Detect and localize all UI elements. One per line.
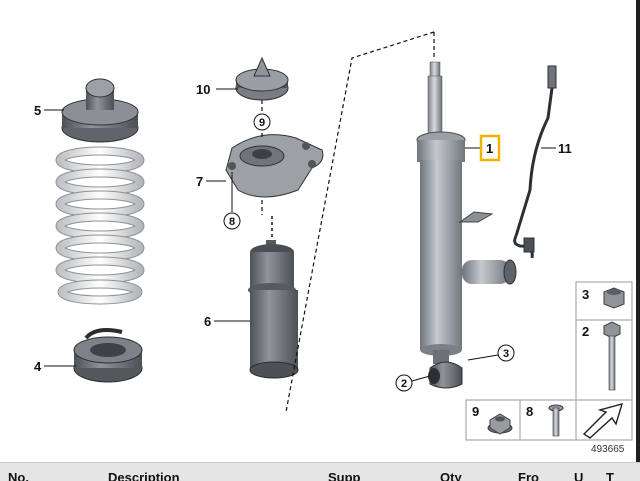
col-qty[interactable]: Qty xyxy=(440,470,462,481)
part-label-1-highlight[interactable]: 1 xyxy=(479,134,501,162)
legend-item-8[interactable]: 8 xyxy=(526,404,564,437)
collar-nut-icon xyxy=(487,413,513,435)
window-edge xyxy=(636,0,640,462)
coil-spring[interactable] xyxy=(55,146,145,305)
legend-number-9: 9 xyxy=(472,404,479,419)
legend-number-8: 8 xyxy=(526,404,533,419)
callout-9[interactable]: 9 xyxy=(253,113,271,131)
parts-table-header: No. Description Supp Qty Fro U T xyxy=(0,462,640,481)
part-label-5[interactable]: 5 xyxy=(34,103,41,118)
diagram-id: 493665 xyxy=(591,444,625,455)
screw-icon xyxy=(548,404,564,437)
dust-boot[interactable] xyxy=(248,216,299,379)
col-supp[interactable]: Supp xyxy=(328,470,361,481)
legend-number-3: 3 xyxy=(582,287,589,302)
legend-number-2: 2 xyxy=(582,324,589,339)
part-label-10[interactable]: 10 xyxy=(196,82,210,97)
leader-lines xyxy=(44,88,556,382)
spring-top-pad[interactable] xyxy=(61,78,139,143)
part-label-4[interactable]: 4 xyxy=(34,359,42,374)
callout-8[interactable]: 8 xyxy=(223,212,241,230)
top-mount-cap[interactable] xyxy=(235,56,289,101)
hex-bolt-icon xyxy=(603,321,621,391)
legend-item-9[interactable]: 9 xyxy=(472,404,513,435)
col-from[interactable]: Fro xyxy=(518,470,539,481)
callout-3[interactable]: 3 xyxy=(497,344,515,362)
part-label-11[interactable]: 11 xyxy=(558,141,572,156)
callout-2[interactable]: 2 xyxy=(395,374,413,392)
col-t[interactable]: T xyxy=(606,470,614,481)
fastener-legend xyxy=(465,281,633,441)
part-label-7[interactable]: 7 xyxy=(196,174,203,189)
svg-text:8: 8 xyxy=(229,216,235,228)
svg-text:3: 3 xyxy=(503,348,509,360)
svg-text:9: 9 xyxy=(259,117,265,129)
top-mount[interactable] xyxy=(225,134,324,198)
sensor-wire[interactable] xyxy=(513,65,557,259)
part-label-6[interactable]: 6 xyxy=(204,314,211,329)
shock-absorber[interactable] xyxy=(416,61,517,389)
col-u[interactable]: U xyxy=(574,470,584,481)
arrow-icon xyxy=(582,402,624,439)
col-description[interactable]: Description xyxy=(108,470,180,481)
hex-nut-icon xyxy=(603,287,625,309)
legend-item-3[interactable]: 3 xyxy=(582,287,625,309)
col-no[interactable]: No. xyxy=(8,470,29,481)
parts-diagram: 5 4 10 7 6 11 1 9 8 2 3 3 2 xyxy=(34,31,633,455)
svg-text:2: 2 xyxy=(401,378,407,390)
spring-lower-pad[interactable] xyxy=(73,328,143,383)
legend-item-2[interactable]: 2 xyxy=(582,321,621,391)
part-label-1[interactable]: 1 xyxy=(486,141,493,156)
